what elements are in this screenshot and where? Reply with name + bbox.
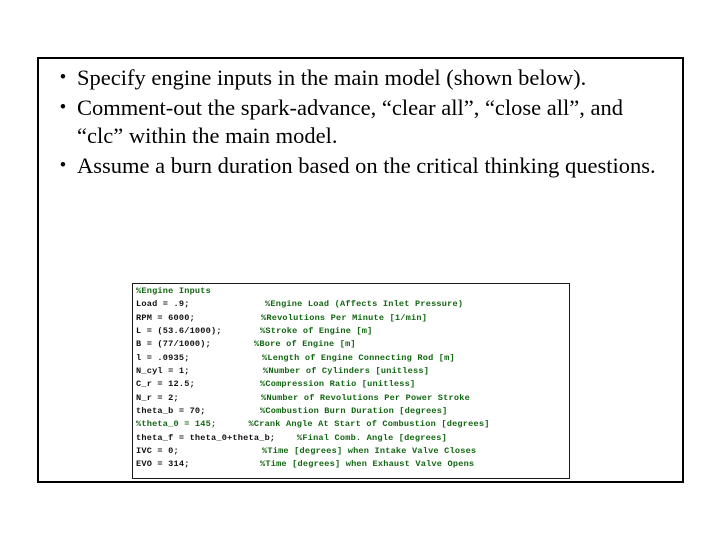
code-comment: %Length of Engine Connecting Rod [m] [262, 352, 455, 363]
bullet-list: • Specify engine inputs in the main mode… [49, 64, 674, 181]
code-comment: %Engine Load (Affects Inlet Pressure) [265, 299, 464, 310]
code-comment: %Engine Inputs [136, 286, 211, 296]
code-line: theta_b = 70; %Combustion Burn Duration [… [136, 405, 569, 418]
code-line: %theta_0 = 145; %Crank Angle At Start of… [136, 418, 569, 431]
code-line: IVC = 0; %Time [degrees] when Intake Valv… [136, 445, 569, 458]
code-statement: Load = .9; [136, 299, 190, 310]
code-line: theta_f = theta_0+theta_b; %Final Comb. A… [136, 432, 569, 445]
code-statement: L = (53.6/1000); [136, 326, 222, 337]
bullet-point-icon: • [59, 154, 67, 176]
code-comment: %Time [degrees] when Exhaust Valve Opens [260, 459, 475, 470]
code-statement: EVO = 314; [136, 459, 190, 470]
bullet-text: Comment-out the spark-advance, “clear al… [77, 94, 623, 149]
code-statement: C_r = 12.5; [136, 379, 195, 390]
code-line: B = (77/1000); %Bore of Engine [m] [136, 338, 569, 351]
code-line: N_r = 2; %Number of Revolutions Per Power… [136, 392, 569, 405]
code-comment: %Time [degrees] when Intake Valve Closes [262, 446, 477, 457]
bullet-text: Specify engine inputs in the main model … [77, 65, 587, 90]
bullet-text: Assume a burn duration based on the crit… [77, 152, 656, 178]
list-item: • Specify engine inputs in the main mode… [49, 64, 674, 93]
bullet-point-icon: • [59, 96, 67, 118]
code-line: Load = .9; %Engine Load (Affects Inlet Pr… [136, 298, 569, 311]
code-comment: %Number of Revolutions Per Power Stroke [261, 392, 470, 403]
code-comment: %theta_0 = 145; %Crank Angle At Start of… [136, 419, 490, 430]
code-line: RPM = 6000; %Revolutions Per Minute [1/mi… [136, 312, 569, 325]
code-comment: %Stroke of Engine [m] [260, 326, 373, 337]
code-statement: IVC = 0; [136, 446, 179, 457]
code-comment: %Number of Cylinders [unitless] [263, 366, 430, 377]
code-comment: %Combustion Burn Duration [degrees] [260, 406, 448, 417]
bullet-point-icon: • [59, 67, 67, 88]
code-line: %Engine Inputs [136, 285, 569, 298]
code-line: L = (53.6/1000); %Stroke of Engine [m] [136, 325, 569, 338]
code-line: l = .0935; %Length of Engine Connecting R… [136, 352, 569, 365]
list-item: • Comment-out the spark-advance, “clear … [49, 94, 674, 151]
slide-content-frame: • Specify engine inputs in the main mode… [37, 57, 684, 483]
code-comment: %Final Comb. Angle [degrees] [297, 432, 447, 443]
code-comment: %Revolutions Per Minute [1/min] [261, 312, 428, 323]
code-statement: N_cyl = 1; [136, 366, 190, 377]
code-statement: RPM = 6000; [136, 312, 195, 323]
code-line: C_r = 12.5; %Compression Ratio [unitless] [136, 378, 569, 391]
code-statement: theta_f = theta_0+theta_b; [136, 432, 276, 443]
code-line: N_cyl = 1; %Number of Cylinders [unitless… [136, 365, 569, 378]
code-comment: %Bore of Engine [m] [254, 339, 356, 350]
list-item: • Assume a burn duration based on the cr… [49, 152, 674, 181]
code-statement: N_r = 2; [136, 392, 179, 403]
code-statement: l = .0935; [136, 352, 190, 363]
code-statement: B = (77/1000); [136, 339, 211, 350]
code-line: EVO = 314; %Time [degrees] when Exhaust V… [136, 458, 569, 471]
code-statement: theta_b = 70; [136, 406, 206, 417]
code-comment: %Compression Ratio [unitless] [260, 379, 416, 390]
